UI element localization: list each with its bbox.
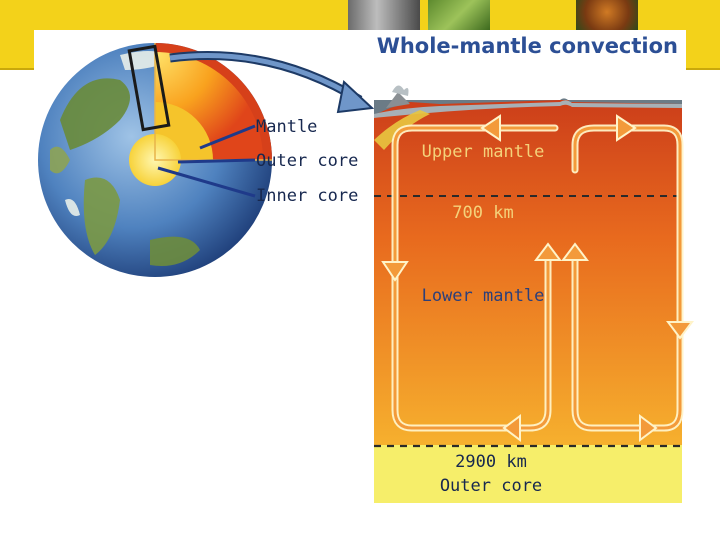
- outer-core-label: Outer core: [256, 151, 359, 171]
- convection-cell-left-inner: [393, 126, 557, 430]
- cross-section-panel: [374, 85, 694, 503]
- arrowhead-left-down: [381, 261, 409, 282]
- arrowhead-right-down: [666, 321, 694, 340]
- selection-box: [127, 44, 171, 132]
- outer-core-region: [374, 445, 682, 503]
- arrowhead-left-bottom: [502, 414, 521, 442]
- arrowhead-right-bottom: [639, 414, 658, 442]
- zoom-arrow-head: [336, 80, 375, 114]
- depth-700-label: 700 km: [452, 203, 514, 223]
- thumbnail-image-1: [348, 0, 420, 30]
- lower-mantle-label: Lower mantle: [421, 286, 545, 306]
- convection-cell-right-inner: [573, 126, 682, 430]
- arrowhead-left-up: [534, 242, 562, 261]
- volcano: [386, 92, 410, 108]
- page-title: Whole-mantle convection: [376, 34, 678, 58]
- mantle-region: [374, 100, 682, 445]
- inner-core-label: Inner core: [256, 186, 359, 206]
- inner-core-leader: [157, 166, 256, 198]
- arrowhead-right-up: [561, 242, 589, 261]
- mantle-leader: [199, 124, 256, 150]
- arrowhead-right-top: [616, 114, 637, 142]
- thumbnail-image-3: [576, 0, 638, 30]
- upper-mantle-label: Upper mantle: [421, 142, 545, 162]
- mantle-label: Mantle: [256, 117, 318, 137]
- outer-core-region-label: Outer core: [439, 476, 543, 496]
- thumbnail-image-2: [428, 0, 490, 30]
- depth-2900-label: 2900 km: [455, 452, 527, 472]
- crust-surface: [374, 98, 682, 115]
- zoom-arrow: [169, 53, 362, 103]
- outer-core-leader: [177, 158, 256, 164]
- arrowhead-left-top: [480, 114, 501, 142]
